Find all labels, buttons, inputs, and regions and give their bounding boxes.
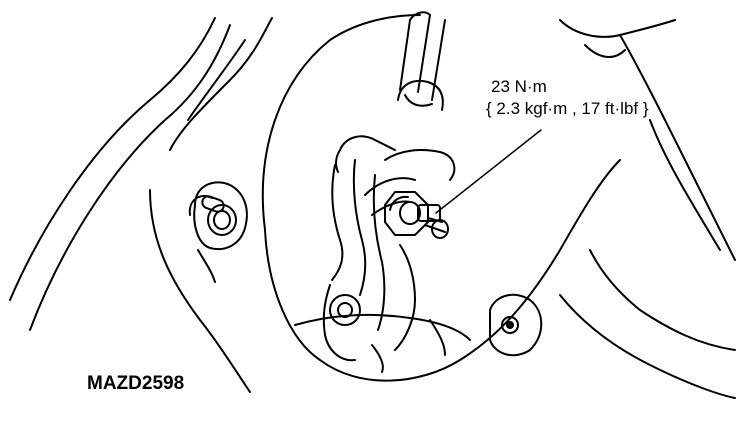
upper-right-member (559, 19, 736, 399)
callout-leader-line (435, 129, 542, 214)
cavity-opening (261, 14, 621, 382)
body-panel-outline (9, 17, 273, 393)
linkage-arm (322, 135, 456, 373)
left-stud-mount (188, 181, 248, 283)
figure-id-label: MAZD2598 (87, 373, 185, 394)
lower-right-bracket (489, 293, 543, 357)
torque-value-label: 23 N·m (491, 77, 547, 96)
torque-alternate-units-label: { 2.3 kgf·m , 17 ft·lbf } (486, 99, 649, 118)
shift-rod (397, 11, 446, 111)
nut-and-bolt (384, 191, 449, 239)
